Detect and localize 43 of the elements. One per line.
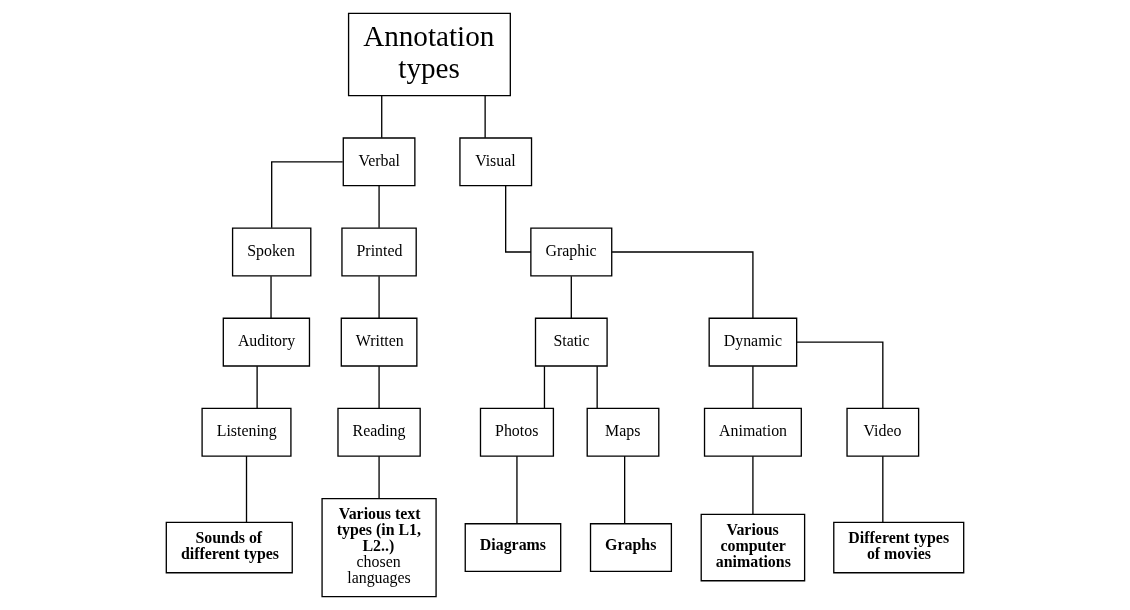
- connector: [570, 275, 572, 319]
- connector: [516, 455, 518, 525]
- node-box: Printed: [341, 227, 417, 277]
- node-box: Maps: [586, 407, 660, 457]
- connector: [796, 341, 884, 409]
- connector: [271, 161, 344, 229]
- node-box: Spoken: [231, 227, 312, 277]
- node-box: Various computer animations: [700, 513, 806, 582]
- node-box: Video: [846, 407, 920, 457]
- node-box: Written: [340, 317, 418, 367]
- connector: [378, 455, 380, 500]
- node-box: Different types of movies: [833, 521, 965, 574]
- node-box: Visual: [459, 137, 533, 187]
- node-box: Static: [534, 317, 608, 367]
- node-box: Reading: [337, 407, 421, 457]
- connector: [256, 365, 258, 409]
- connector: [381, 95, 383, 139]
- node-box: Annotation types: [347, 12, 511, 97]
- connector: [752, 365, 754, 409]
- connector: [378, 275, 380, 319]
- connector: [378, 365, 380, 409]
- node-box: Graphs: [589, 523, 673, 573]
- node-box: Verbal: [342, 137, 416, 187]
- connector: [505, 185, 532, 253]
- connector: [245, 455, 248, 523]
- connector: [882, 455, 884, 523]
- connector: [270, 275, 272, 319]
- node-box: Sounds of different types: [165, 521, 293, 574]
- node-box: Photos: [479, 407, 555, 457]
- connector: [543, 365, 546, 409]
- node-box: Listening: [201, 407, 292, 457]
- connector: [484, 95, 486, 139]
- node-box: Animation: [703, 407, 802, 457]
- connector: [596, 365, 598, 409]
- node-box: Graphic: [530, 227, 613, 277]
- node-box: Dynamic: [708, 317, 798, 367]
- node-box: Various text types (in L1, L2..) chosen languages: [321, 497, 437, 598]
- node-box: Auditory: [222, 317, 311, 367]
- connector: [378, 185, 380, 229]
- connector: [624, 455, 626, 525]
- node-box: Diagrams: [464, 523, 562, 573]
- connector: [752, 455, 754, 515]
- connector: [611, 251, 754, 319]
